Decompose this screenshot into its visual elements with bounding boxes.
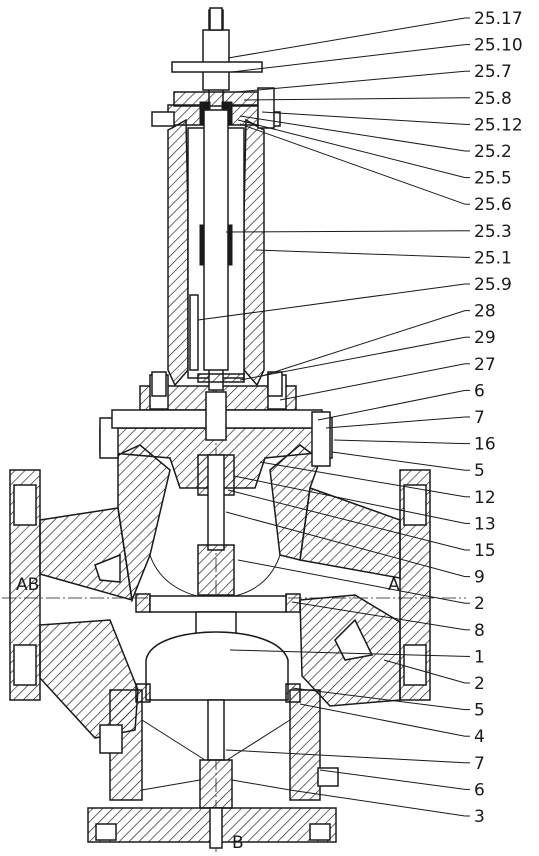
callout-label: 3 — [474, 807, 485, 827]
callout-leader-line — [291, 601, 466, 631]
callout-label: 25.17 — [474, 9, 523, 29]
callout-label: 15 — [474, 541, 496, 561]
callout-leader-line — [333, 439, 466, 445]
callout-label: 25.12 — [474, 115, 523, 135]
callout-leader-line — [289, 789, 466, 817]
callout-label: 29 — [474, 328, 496, 348]
callout-label: 25.7 — [474, 62, 512, 82]
callout-leader-line — [229, 649, 466, 657]
callout-leader-line — [299, 703, 466, 737]
callout-label: 25.2 — [474, 142, 512, 162]
callouts: 25.1725.1025.725.825.1225.225.525.625.32… — [197, 9, 523, 827]
callout-leader-line — [259, 461, 466, 498]
callout-label: 25.5 — [474, 169, 512, 189]
callout-label: 25.6 — [474, 195, 512, 215]
callout-label: 2 — [474, 594, 485, 614]
callout-label: 1 — [474, 647, 485, 667]
port-label-right: A — [388, 575, 400, 595]
callout-label: 13 — [474, 514, 496, 534]
callout-label: 7 — [474, 408, 485, 428]
callout-leader-line — [225, 749, 466, 764]
callout-leader-line — [235, 70, 466, 93]
callout-leader-line — [231, 44, 466, 73]
callout-leader-line — [237, 119, 466, 179]
callout-leader-line — [239, 336, 466, 381]
callout-label: 27 — [474, 355, 496, 375]
callout-label: 2 — [474, 674, 485, 694]
callout-label: 9 — [474, 568, 485, 588]
callout-label: 5 — [474, 461, 485, 481]
callout-label: 5 — [474, 701, 485, 721]
stem-assembly — [135, 9, 301, 849]
callout-leader-line — [261, 310, 466, 377]
callout-label: 28 — [474, 302, 496, 322]
callout-label: 16 — [474, 435, 496, 455]
bolts — [99, 7, 339, 787]
callout-leader-line — [225, 511, 466, 578]
callout-label: 25.9 — [474, 275, 512, 295]
callout-leader-line — [331, 451, 466, 471]
callout-leader-line — [383, 659, 466, 684]
callout-leader-line — [197, 283, 466, 321]
port-label-bottom: B — [232, 833, 244, 853]
callout-label: 8 — [474, 621, 485, 641]
callout-leader-line — [239, 123, 466, 205]
callout-leader-line — [225, 230, 466, 233]
callout-leader-line — [227, 17, 466, 59]
callout-label: 25.10 — [474, 36, 523, 56]
port-label-left: AB — [16, 575, 39, 595]
callout-label: 12 — [474, 488, 496, 508]
callout-label: 6 — [474, 381, 485, 401]
callout-leader-line — [237, 559, 466, 604]
callout-label: 25.8 — [474, 89, 512, 109]
callout-leader-line — [239, 115, 466, 152]
callout-label: 25.3 — [474, 222, 512, 242]
callout-leader-line — [233, 475, 466, 524]
callout-leader-line — [261, 111, 466, 125]
callout-leader-line — [255, 249, 466, 258]
callout-leader-line — [279, 363, 466, 401]
callout-label: 6 — [474, 780, 485, 800]
callout-leader-line — [319, 769, 466, 790]
callout-leader-line — [227, 489, 466, 551]
callout-leader-line — [291, 687, 466, 711]
callout-label: 7 — [474, 754, 485, 774]
callout-leader-line — [325, 416, 466, 429]
callout-leader-line — [317, 389, 466, 421]
callout-leader-line — [243, 97, 466, 101]
callout-label: 4 — [474, 727, 485, 747]
callout-label: 25.1 — [474, 248, 512, 268]
